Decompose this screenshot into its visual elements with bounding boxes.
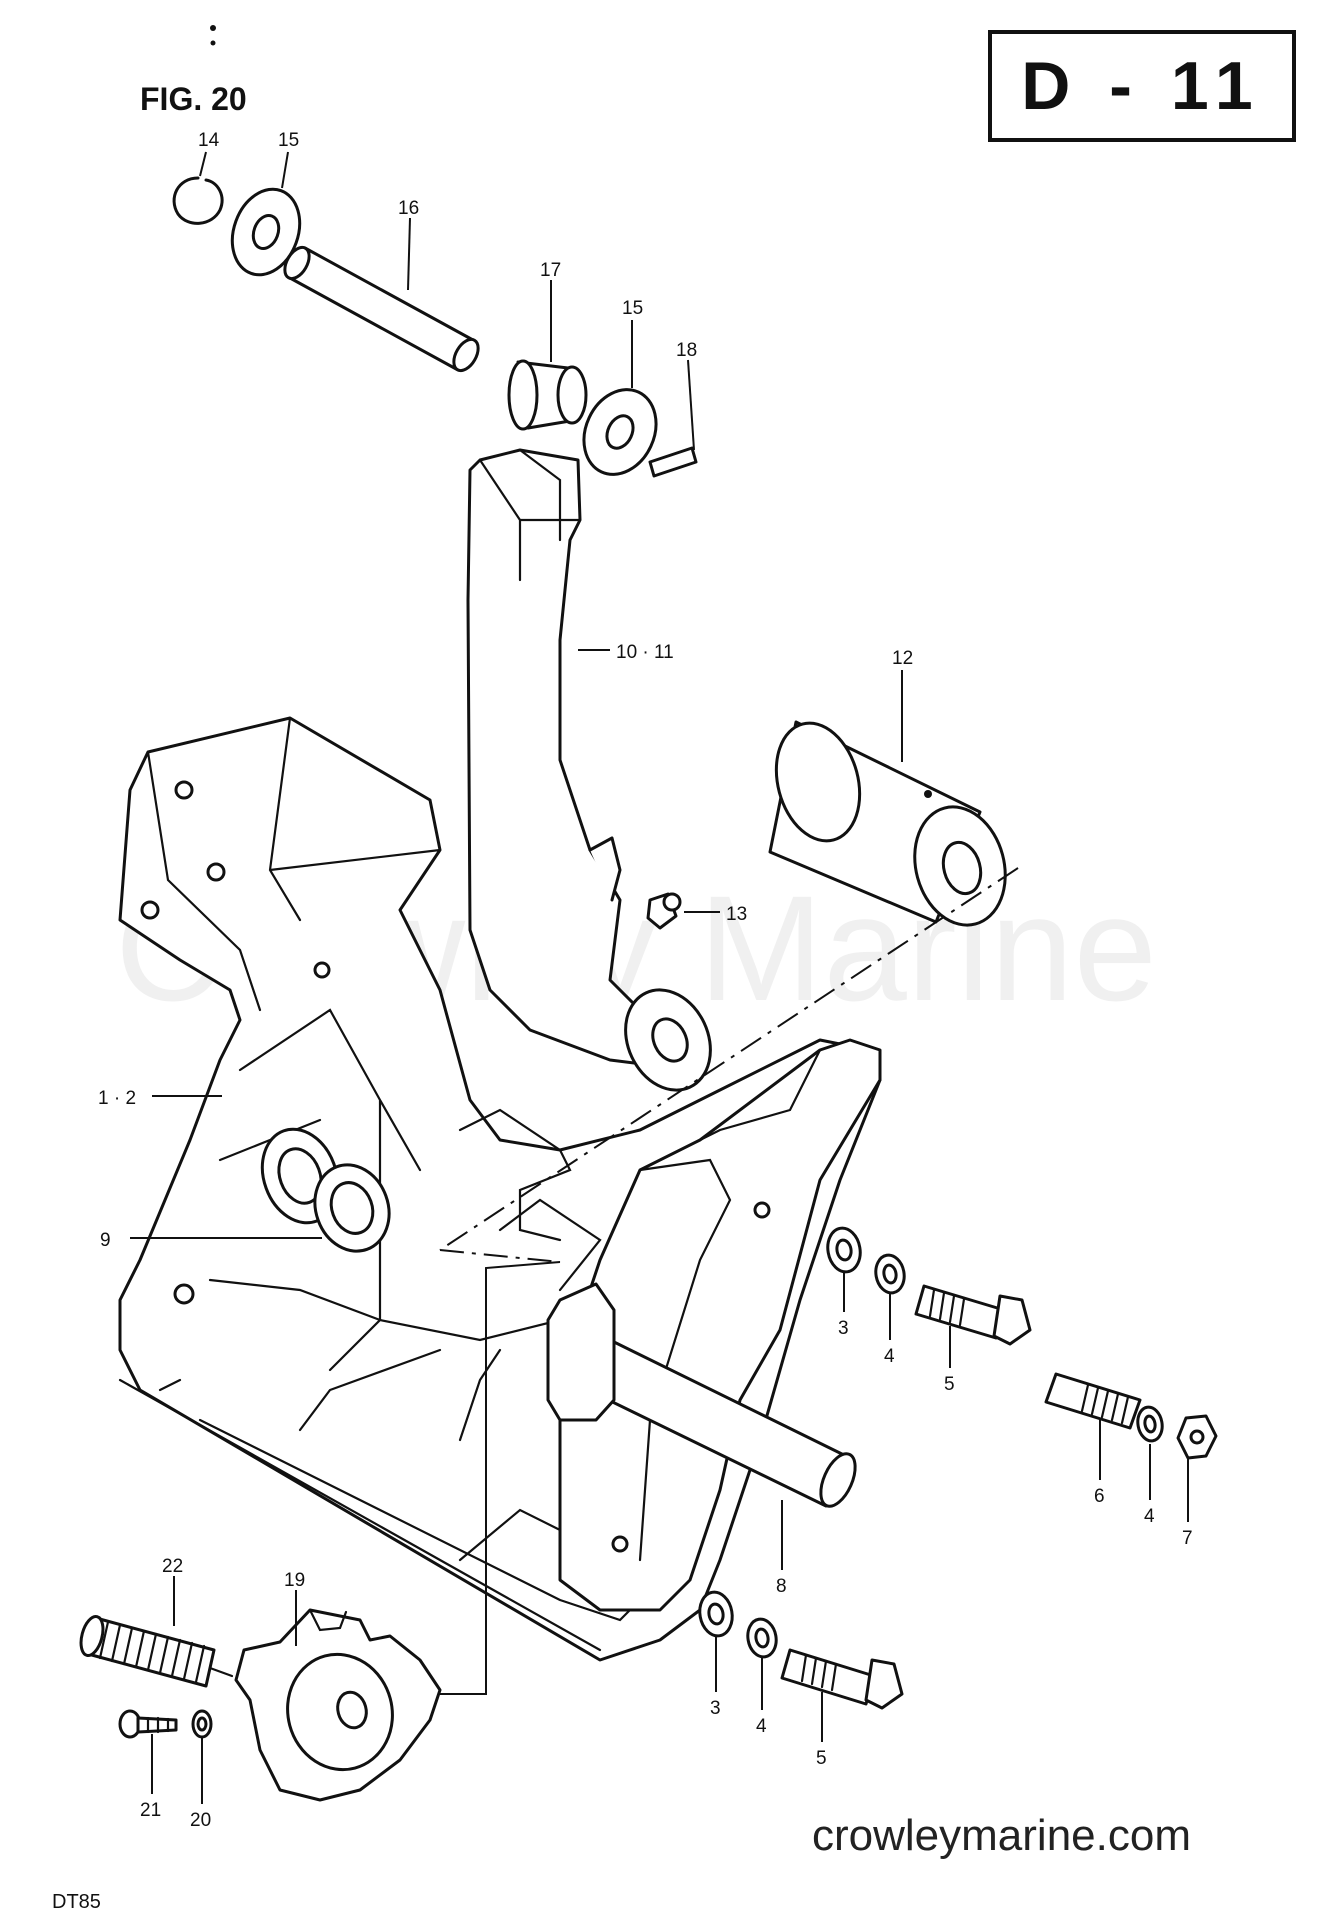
speck-mark (210, 25, 216, 31)
model-code: DT85 (52, 1891, 101, 1913)
website-credit: crowleymarine.com (812, 1811, 1191, 1860)
page-code-box: D - 11 (988, 30, 1296, 142)
part-9-washer (313, 1163, 391, 1253)
part-14-circlip (172, 176, 224, 225)
callout-4: 4 (884, 1346, 895, 1367)
leader-16 (407, 217, 411, 291)
part-4-lock-washer (874, 1253, 906, 1295)
callout-17: 17 (540, 260, 561, 281)
callout-6: 6 (1094, 1486, 1105, 1507)
part-19-stopper (234, 1608, 442, 1802)
assembly-line (439, 867, 1019, 1263)
part-17-bushing (507, 359, 588, 431)
callout-16: 16 (398, 198, 419, 219)
part-3-washer (826, 1226, 862, 1274)
callout-5: 5 (944, 1374, 955, 1395)
part-6-stud (1044, 1372, 1142, 1430)
part-4-lock-washer-c (746, 1617, 778, 1659)
callout-13: 13 (726, 904, 747, 925)
leader-19-guide (438, 1261, 561, 1695)
leader-18 (687, 359, 695, 451)
figure-title: FIG. 20 (140, 81, 247, 117)
leader-14 (199, 151, 207, 177)
callout-3b: 3 (710, 1698, 721, 1719)
callout-22: 22 (162, 1556, 183, 1577)
callout-18: 18 (676, 340, 697, 361)
callout-10-11: 10 · 11 (616, 642, 674, 663)
part-3-washer-b (698, 1590, 734, 1638)
part-16-pin (283, 245, 480, 373)
part-5-bolt-b (780, 1648, 904, 1710)
part-10-11-lever (466, 448, 712, 1092)
part-15-washer (230, 187, 302, 277)
callout-12: 12 (892, 648, 913, 669)
callout-7: 7 (1182, 1528, 1193, 1549)
part-12-sleeve (768, 720, 1007, 927)
callout-8: 8 (776, 1576, 787, 1597)
callout-15: 15 (278, 130, 299, 151)
leader-15a (281, 151, 289, 189)
callout-3: 3 (838, 1318, 849, 1339)
callout-1-2: 1 · 2 (98, 1088, 136, 1109)
callout-14: 14 (198, 130, 220, 151)
speck-mark (210, 40, 216, 46)
part-15-washer-b (582, 388, 658, 476)
part-8-swivel-bracket (546, 1038, 882, 1612)
callout-15b: 15 (622, 298, 643, 319)
part-7-nut (1176, 1414, 1218, 1460)
callout-19: 19 (284, 1570, 305, 1591)
part-4-lock-washer-b (1136, 1405, 1164, 1443)
part-20-washer (191, 1709, 213, 1739)
callout-20: 20 (190, 1810, 211, 1831)
callout-4b: 4 (1144, 1506, 1155, 1527)
part-18-cotter-pin (648, 446, 698, 478)
part-13-grease-nipple (646, 892, 682, 930)
callout-5b: 5 (816, 1748, 827, 1769)
part-22-spring (79, 1615, 234, 1688)
part-21-screw (118, 1709, 178, 1739)
callout-4c: 4 (756, 1716, 767, 1737)
part-5-bolt (914, 1284, 1032, 1346)
callout-9: 9 (100, 1230, 111, 1251)
callout-21: 21 (140, 1800, 161, 1821)
